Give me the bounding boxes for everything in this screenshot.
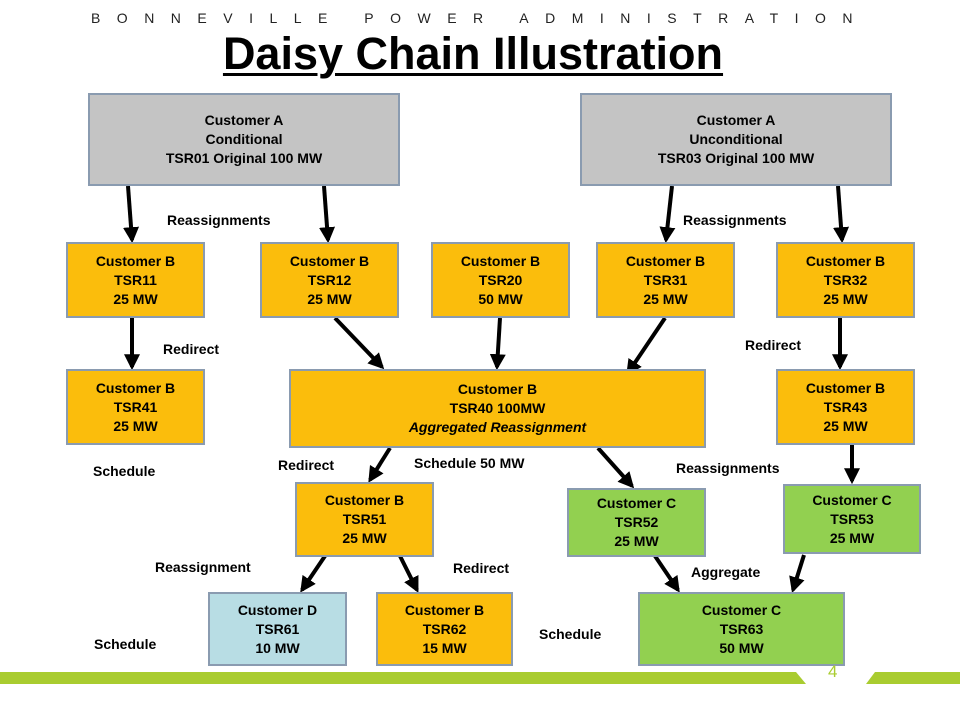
box-tsr03-customer: Customer A [696, 112, 776, 128]
arrow-tsr53-tsr63 [789, 554, 806, 594]
box-tsr31-customer: Customer B [625, 252, 706, 269]
box-tsr01-type: Conditional [205, 131, 283, 147]
box-tsr01-detail: TSR01 Original 100 MW [165, 150, 323, 166]
footer-band [0, 672, 960, 684]
label-reassignments-tsr53: Reassignments [676, 460, 780, 476]
box-tsr20-mw: 50 MW [478, 290, 523, 307]
label-redirect-left: Redirect [163, 341, 220, 357]
box-tsr20-customer: Customer B [460, 252, 541, 269]
box-tsr52-id: TSR52 [614, 514, 659, 530]
footer-band-right [866, 672, 960, 684]
box-tsr40: Customer B TSR40 100MW Aggregated Reassi… [289, 369, 706, 448]
box-tsr53: Customer C TSR53 25 MW [783, 484, 921, 554]
box-tsr63-id: TSR63 [719, 620, 764, 637]
box-tsr43: Customer B TSR43 25 MW [776, 369, 915, 445]
box-tsr03-detail: TSR03 Original 100 MW [657, 150, 815, 166]
box-tsr51: Customer B TSR51 25 MW [295, 482, 434, 557]
box-tsr01-customer: Customer A [204, 112, 284, 128]
box-tsr31: Customer B TSR31 25 MW [596, 242, 735, 318]
box-tsr61-id: TSR61 [255, 620, 300, 637]
org-name: BONNEVILLE POWER ADMINISTRATION [90, 10, 870, 26]
box-tsr52-mw: 25 MW [614, 533, 659, 549]
box-tsr11-id: TSR11 [114, 271, 157, 288]
box-tsr11-customer: Customer B [95, 252, 176, 269]
box-tsr12-customer: Customer B [289, 252, 370, 269]
box-tsr61-mw: 10 MW [255, 639, 300, 656]
label-reassignments-right: Reassignments [683, 212, 787, 228]
label-reassignment-tsr61: Reassignment [155, 559, 251, 575]
label-schedule-tsr63: Schedule [539, 626, 602, 642]
box-tsr31-id: TSR31 [643, 271, 688, 288]
page-number: 4 [828, 662, 838, 681]
page-title: Daisy Chain Illustration [222, 28, 724, 79]
box-tsr12-id: TSR12 [307, 271, 352, 288]
arrow-tsr01-tsr11 [123, 185, 140, 244]
box-tsr32-mw: 25 MW [823, 290, 868, 307]
box-tsr62-customer: Customer B [404, 601, 485, 618]
box-tsr40-customer: Customer B [457, 381, 538, 397]
box-tsr63-customer: Customer C [701, 601, 782, 618]
arrow-tsr40-tsr52 [596, 446, 635, 489]
box-tsr20: Customer B TSR20 50 MW [431, 242, 570, 318]
label-redirect-right: Redirect [745, 337, 802, 353]
box-tsr12-mw: 25 MW [307, 290, 352, 307]
box-tsr41-mw: 25 MW [113, 417, 158, 434]
label-schedule-tsr41: Schedule [93, 463, 156, 479]
box-tsr03-type: Unconditional [689, 131, 783, 147]
box-tsr03: Customer A Unconditional TSR03 Original … [580, 93, 892, 186]
label-reassignments-left: Reassignments [167, 212, 271, 228]
box-tsr43-mw: 25 MW [823, 417, 868, 434]
box-tsr41-customer: Customer B [95, 379, 176, 396]
box-tsr51-customer: Customer B [324, 492, 405, 508]
box-tsr20-id: TSR20 [478, 271, 523, 288]
box-tsr63-mw: 50 MW [719, 639, 764, 656]
arrow-tsr51-tsr62 [398, 555, 419, 593]
arrow-tsr40-tsr51 [368, 446, 392, 483]
arrow-tsr52-tsr63 [653, 554, 680, 593]
box-tsr62-id: TSR62 [422, 620, 467, 637]
box-tsr53-mw: 25 MW [829, 529, 875, 546]
box-tsr43-id: TSR43 [823, 398, 868, 415]
box-tsr32-id: TSR32 [823, 271, 868, 288]
label-schedule-50: Schedule 50 MW [414, 455, 525, 471]
box-tsr51-mw: 25 MW [342, 530, 387, 546]
footer-band-left [0, 672, 806, 684]
label-redirect-tsr51: Redirect [278, 457, 335, 473]
box-tsr40-id: TSR40 100MW [449, 400, 546, 416]
box-tsr32-customer: Customer B [805, 252, 886, 269]
label-schedule-tsr61: Schedule [94, 636, 157, 652]
label-aggregate: Aggregate [691, 564, 761, 580]
arrow-tsr51-tsr61 [300, 554, 327, 593]
box-tsr61-customer: Customer D [237, 601, 318, 618]
box-tsr31-mw: 25 MW [643, 290, 688, 307]
box-tsr61: Customer D TSR61 10 MW [208, 592, 347, 666]
box-tsr41: Customer B TSR41 25 MW [66, 369, 205, 445]
box-tsr01: Customer A Conditional TSR01 Original 10… [88, 93, 400, 186]
box-tsr51-id: TSR51 [342, 511, 387, 527]
box-tsr41-id: TSR41 [113, 398, 158, 415]
arrow-tsr03-tsr32 [833, 185, 850, 244]
box-tsr52-customer: Customer C [596, 495, 677, 511]
box-tsr62: Customer B TSR62 15 MW [376, 592, 513, 666]
box-tsr53-customer: Customer C [812, 491, 892, 508]
arrow-tsr03-tsr31 [659, 185, 676, 244]
label-redirect-tsr62: Redirect [453, 560, 510, 576]
arrow-tsr01-tsr12 [319, 185, 336, 244]
box-tsr63: Customer C TSR63 50 MW [638, 592, 845, 666]
arrow-tsr31-tsr40 [626, 316, 667, 376]
box-tsr32: Customer B TSR32 25 MW [776, 242, 915, 318]
arrow-tsr20-tsr40 [489, 317, 506, 371]
box-tsr43-customer: Customer B [805, 379, 886, 396]
box-tsr11: Customer B TSR11 25 MW [66, 242, 205, 318]
box-tsr12: Customer B TSR12 25 MW [260, 242, 399, 318]
box-tsr52: Customer C TSR52 25 MW [567, 488, 706, 557]
box-tsr62-mw: 15 MW [422, 639, 467, 656]
arrow-tsr12-tsr40 [333, 316, 385, 370]
box-tsr40-type: Aggregated Reassignment [408, 419, 587, 435]
box-tsr53-id: TSR53 [830, 510, 874, 527]
box-tsr11-mw: 25 MW [113, 290, 158, 307]
